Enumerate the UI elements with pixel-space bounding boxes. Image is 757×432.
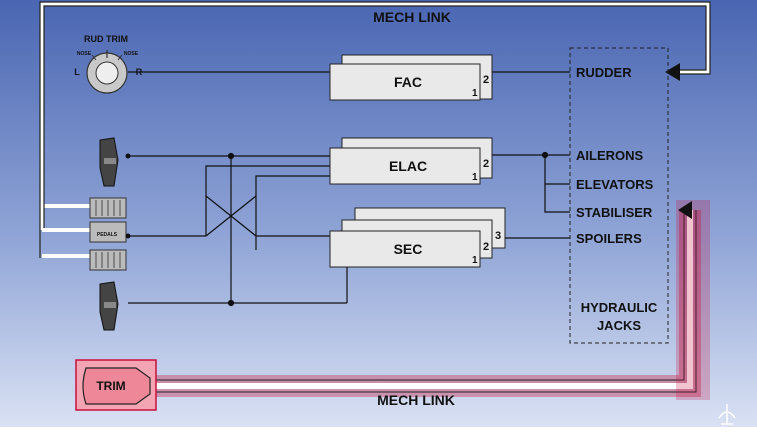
nose-left-label: NOSE bbox=[77, 51, 92, 57]
spoilers-label: SPOILERS bbox=[576, 231, 642, 246]
signal-wires bbox=[128, 71, 570, 307]
fac-computer: FAC 1 2 bbox=[329, 54, 493, 101]
mech-link-bottom-label: MECH LINK bbox=[377, 392, 455, 408]
ailerons-label: AILERONS bbox=[576, 148, 644, 163]
hydraulic-jacks-box bbox=[569, 47, 669, 344]
rudder-trim-knob[interactable]: RUD TRIM NOSE NOSE L R bbox=[74, 34, 143, 94]
pedals[interactable]: PEDALS bbox=[89, 197, 131, 271]
trim-unit: TRIM bbox=[75, 359, 157, 411]
sidestick-captain[interactable] bbox=[99, 137, 131, 187]
nose-right-label: NOSE bbox=[124, 51, 139, 57]
rudder-arrow bbox=[665, 63, 680, 81]
fac-2: 2 bbox=[483, 74, 489, 86]
fac-1: 1 bbox=[472, 88, 478, 99]
elac-1: 1 bbox=[472, 172, 478, 183]
fac-label: FAC bbox=[394, 74, 422, 90]
sec-computer: SEC 1 2 3 bbox=[329, 207, 506, 268]
mech-link-top-label: MECH LINK bbox=[373, 9, 451, 25]
sec-2: 2 bbox=[483, 241, 489, 253]
mech-link-bottom bbox=[150, 200, 710, 400]
elac-computer: ELAC 1 2 bbox=[329, 137, 493, 185]
mech-link-top-frame bbox=[39, 1, 711, 258]
elac-2: 2 bbox=[483, 158, 489, 170]
elevators-label: ELEVATORS bbox=[576, 177, 654, 192]
knob-l-label: L bbox=[74, 67, 80, 77]
sec-3: 3 bbox=[495, 230, 501, 242]
mech-link-top bbox=[40, 2, 710, 258]
rudder-label: RUDDER bbox=[576, 65, 632, 80]
sidestick-first-officer[interactable] bbox=[99, 281, 119, 331]
jacks-label: JACKS bbox=[597, 318, 641, 333]
rud-trim-label: RUD TRIM bbox=[84, 34, 128, 44]
stabiliser-label: STABILISER bbox=[576, 205, 653, 220]
sec-1: 1 bbox=[472, 255, 478, 266]
trim-label: TRIM bbox=[96, 379, 125, 393]
sec-label: SEC bbox=[394, 241, 423, 257]
hydraulic-label: HYDRAULIC bbox=[581, 300, 658, 315]
corner-logo-icon bbox=[718, 404, 736, 425]
pedals-label: PEDALS bbox=[97, 232, 118, 238]
elac-label: ELAC bbox=[389, 158, 427, 174]
stabiliser-arrow bbox=[678, 201, 692, 219]
